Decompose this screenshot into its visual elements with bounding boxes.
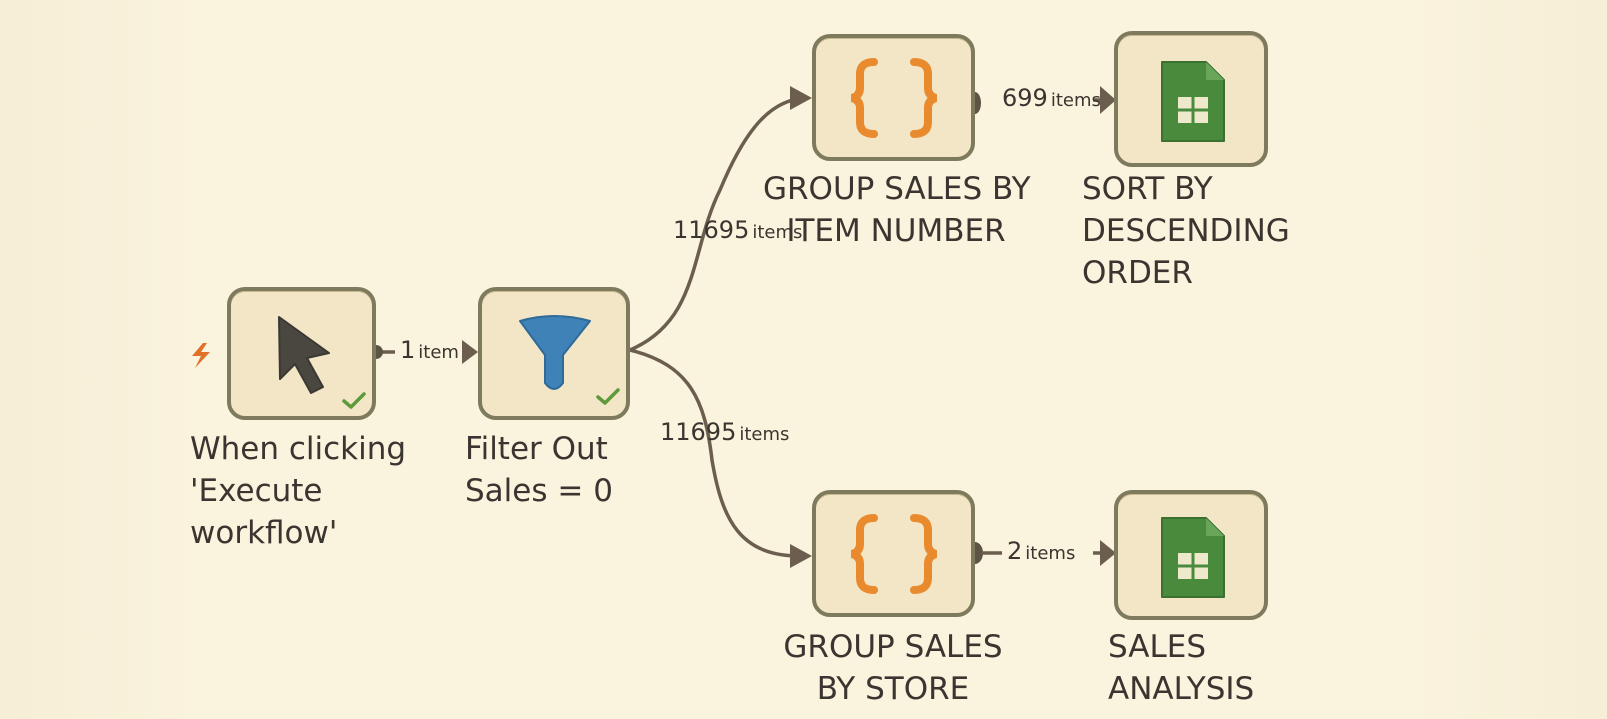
- item-count-unit: items: [752, 222, 803, 243]
- cursor-icon: [278, 316, 330, 394]
- item-count-value: 11695: [673, 216, 750, 244]
- success-check-icon: [596, 388, 620, 405]
- node-group-sales-by-item[interactable]: [812, 34, 975, 161]
- node-label-group-item: GROUP SALES BY ITEM NUMBER: [763, 171, 1031, 249]
- node-label-trigger: When clicking 'Execute workflow': [190, 431, 407, 551]
- trigger-bolt-icon: [192, 343, 210, 368]
- node-label-analysis: SALES ANALYSIS: [1108, 629, 1255, 707]
- item-count-value: 699: [1002, 84, 1048, 112]
- node-sort-descending[interactable]: [1114, 31, 1268, 167]
- input-arrow-filter[interactable]: [462, 340, 478, 364]
- node-manual-trigger[interactable]: [227, 287, 376, 420]
- input-arrow-group-store[interactable]: [790, 544, 812, 568]
- node-filter[interactable]: [478, 287, 630, 420]
- node-sales-analysis[interactable]: [1114, 490, 1268, 620]
- item-count-unit: items: [1025, 543, 1076, 564]
- code-braces-icon: [850, 58, 938, 138]
- code-braces-icon: [850, 514, 938, 594]
- connection-filter-group-store[interactable]: [629, 348, 801, 558]
- item-count-value: 1: [400, 336, 416, 364]
- success-check-icon: [342, 392, 366, 409]
- node-label-sort: SORT BY DESCENDING ORDER: [1082, 171, 1290, 291]
- item-count-unit: items: [739, 424, 790, 445]
- item-count-value: 2: [1007, 537, 1023, 565]
- item-count-unit: item: [418, 342, 459, 363]
- input-arrow-analysis[interactable]: [1100, 540, 1116, 566]
- input-arrow-sort[interactable]: [1100, 86, 1116, 114]
- node-label-filter: Filter Out Sales = 0: [465, 431, 613, 509]
- connection-filter-group-item[interactable]: [629, 96, 806, 352]
- node-label-group-store: GROUP SALES BY STORE: [783, 629, 1003, 707]
- funnel-icon: [519, 315, 591, 390]
- spreadsheet-icon: [1161, 517, 1225, 598]
- input-arrow-group-item[interactable]: [790, 86, 812, 110]
- item-count-unit: items: [1050, 90, 1101, 111]
- item-count-value: 11695: [660, 418, 737, 446]
- spreadsheet-icon: [1161, 61, 1225, 142]
- node-group-sales-by-store[interactable]: [812, 490, 975, 617]
